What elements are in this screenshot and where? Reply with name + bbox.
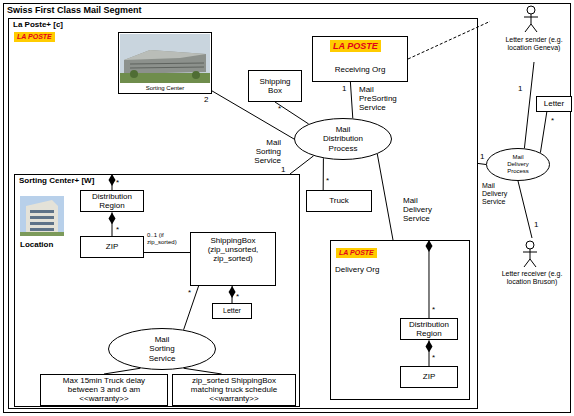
connector (232, 286, 233, 303)
connector (478, 163, 486, 164)
image-box: Sorting Center (118, 32, 212, 94)
node-text: zip_sorted ShippingBox matching truck sc… (179, 376, 289, 404)
actor: Letter sender (e.g. location Geneva) (490, 4, 574, 62)
class-box: Letter (536, 96, 572, 112)
multiplicity: 2 (204, 95, 208, 104)
connector (377, 154, 393, 240)
edge-label: Mail Delivery Service (481, 182, 517, 206)
actor-figure (524, 6, 538, 32)
connector (275, 102, 309, 124)
connector (323, 158, 324, 190)
multiplicity: * (116, 225, 119, 234)
connector (428, 240, 429, 318)
process-ellipse: Mail Delivery Process (486, 148, 550, 181)
multiplicity: 1 (480, 152, 484, 161)
connector (144, 252, 190, 253)
connector (184, 286, 199, 330)
multiplicity: * (116, 178, 119, 187)
node-text: Mail Delivery Process (504, 154, 532, 175)
logo: LA POSTE (330, 40, 381, 52)
connector (540, 112, 546, 153)
edge-label: Mail PreSorting Service (358, 85, 404, 113)
location-building (20, 196, 64, 236)
warranty-box: zip_sorted ShippingBox matching truck sc… (172, 374, 296, 406)
multiplicity: 1 (342, 84, 346, 93)
edge-label: Mail Sorting Service (240, 138, 282, 166)
logo: LA POSTE (336, 248, 377, 258)
multiplicity: * (236, 292, 239, 301)
node-text: Mail Distribution Process (318, 125, 368, 153)
node-text: Max 15min Truck delay between 3 and 6 am… (54, 376, 154, 404)
node-text: Delivery Org (335, 265, 465, 274)
warranty-box: Max 15min Truck delay between 3 and 6 am… (40, 374, 168, 406)
process-ellipse: Mail Distribution Process (294, 118, 392, 160)
node-text: Distribution Region (405, 320, 453, 338)
class-box: ShippingBox (zip_unsorted, zip_sorted) (190, 232, 276, 286)
multiplicity: 1 (534, 220, 538, 229)
node-text: Letter sender (e.g. location Geneva) (494, 36, 574, 52)
outer-frame (4, 4, 571, 413)
node-text: ZIP (423, 372, 435, 381)
system-frame: La Poste+ [c] Sorting Center Shipping Box R… (8, 18, 478, 409)
node-text: Shipping Box (255, 77, 295, 95)
multiplicity: * (432, 305, 435, 314)
node-text: Letter receiver (e.g. location Bruson) (492, 270, 572, 286)
class-box: ZIP (400, 366, 458, 388)
multiplicity: * (326, 176, 329, 185)
class-box: Truck (306, 190, 372, 212)
edge-label: 0..1 (if zip_sorted) (146, 232, 190, 246)
logo: LA POSTE (14, 32, 55, 42)
system-frame: Sorting Center+ [W] Distribution RegionZI… (14, 174, 300, 407)
class-box: Shipping Box (248, 70, 302, 102)
multiplicity: * (551, 116, 554, 125)
org-box: Receiving Org (312, 36, 408, 82)
class-box: Distribution Region (80, 190, 144, 212)
connector (112, 174, 113, 190)
actor: Letter receiver (e.g. location Bruson) (488, 238, 574, 300)
multiplicity: * (432, 353, 435, 362)
org-frame: Delivery OrgDistribution RegionZIP (330, 240, 470, 400)
diagram-title: Swiss First Class Mail Segment (7, 5, 142, 15)
multiplicity: * (188, 288, 191, 297)
class-box: Distribution Region (400, 318, 458, 340)
node-text: Letter (544, 99, 564, 108)
node-text: ShippingBox (zip_unsorted, zip_sorted) (201, 236, 265, 264)
multiplicity: 1 (281, 165, 285, 174)
node-text: Letter (223, 307, 241, 315)
connector (429, 340, 430, 366)
connector (518, 181, 532, 238)
node-text: Truck (329, 196, 349, 205)
node-text: Receiving Org (335, 65, 386, 74)
node-text: Distribution Region (88, 192, 136, 210)
connector (350, 82, 352, 118)
class-box: ZIP (80, 236, 144, 258)
node-text: Sorting Center+ [W] (19, 176, 295, 185)
connector (524, 62, 534, 148)
multiplicity: * (278, 104, 281, 113)
sorting-center-photo (120, 34, 210, 83)
connector (290, 156, 314, 174)
node-text: Sorting Center (146, 85, 185, 92)
edge-label: Mail Delivery Service (402, 196, 444, 224)
actor-figure (523, 241, 537, 267)
service-ellipse: Mail Sorting Service (108, 328, 216, 370)
node-text: Mail Sorting Service (142, 335, 182, 363)
node-text: ZIP (106, 242, 118, 251)
image-caption: Location (20, 240, 53, 249)
class-box: Letter (212, 303, 252, 319)
connector (112, 212, 113, 236)
multiplicity: 1 (518, 84, 522, 93)
node-text: La Poste+ [c] (13, 20, 473, 29)
